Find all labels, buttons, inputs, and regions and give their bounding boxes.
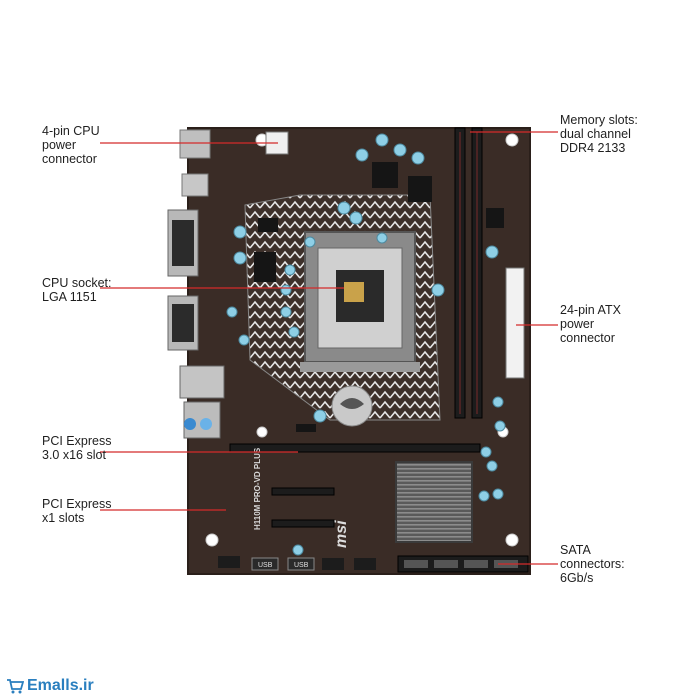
callout-line: dual channel [560, 127, 631, 141]
pcie-x1-slots [271, 487, 335, 528]
callout-line: LGA 1151 [42, 290, 97, 304]
callout-cpu-power: 4-pin CPU power connector [42, 124, 100, 166]
callout-line: PCI Express [42, 497, 112, 511]
callout-line: 3.0 x16 slot [42, 448, 106, 462]
memory-slots [454, 127, 483, 419]
board-brand-text: msi [333, 520, 350, 548]
callout-sata: SATA connectors: 6Gb/s [560, 543, 625, 585]
msi-dragon-emblem [331, 385, 373, 427]
callout-pcie-x16: PCI Express 3.0 x16 slot [42, 434, 111, 462]
callout-cpu-socket: CPU socket: LGA 1151 [42, 276, 111, 304]
board-model-text: H110M PRO-VD PLUS [253, 447, 262, 530]
callout-lines [100, 131, 558, 565]
cpu-socket [300, 231, 420, 372]
usb-label-2: USB [294, 562, 309, 569]
bottom-headers [218, 556, 376, 571]
callout-line: x1 slots [42, 511, 85, 525]
callout-memory: Memory slots: dual channel DDR4 2133 [560, 113, 638, 155]
callout-atx-power: 24-pin ATX power connector [560, 303, 621, 345]
callout-line: 24-pin ATX [560, 303, 621, 317]
capacitors [226, 133, 506, 556]
callout-line: connector [42, 152, 97, 166]
atx-24pin-connector [505, 267, 525, 379]
callout-line: Memory slots: [560, 113, 638, 127]
watermark-text: Emalls.ir [27, 677, 94, 694]
callout-line: connectors: [560, 557, 625, 571]
rear-io-panel [167, 129, 225, 439]
shopping-cart-icon [7, 679, 24, 694]
callout-line: 6Gb/s [560, 571, 594, 585]
callout-line: PCI Express [42, 434, 112, 448]
callout-pcie-x1: PCI Express x1 slots [42, 497, 111, 525]
callout-line: connector [560, 331, 615, 345]
usb-label-1: USB [258, 562, 273, 569]
callout-line: DDR4 2133 [560, 141, 626, 155]
board-chips [254, 162, 504, 432]
callout-line: power [42, 138, 77, 152]
pcie-x16-slot [229, 443, 481, 453]
chipset-heatsink [395, 461, 473, 543]
emalls-watermark: Emalls.ir [6, 676, 94, 696]
callout-line: CPU socket: [42, 276, 112, 290]
callout-line: power [560, 317, 595, 331]
callout-line: SATA [560, 543, 591, 557]
callout-line: 4-pin CPU [42, 124, 100, 138]
